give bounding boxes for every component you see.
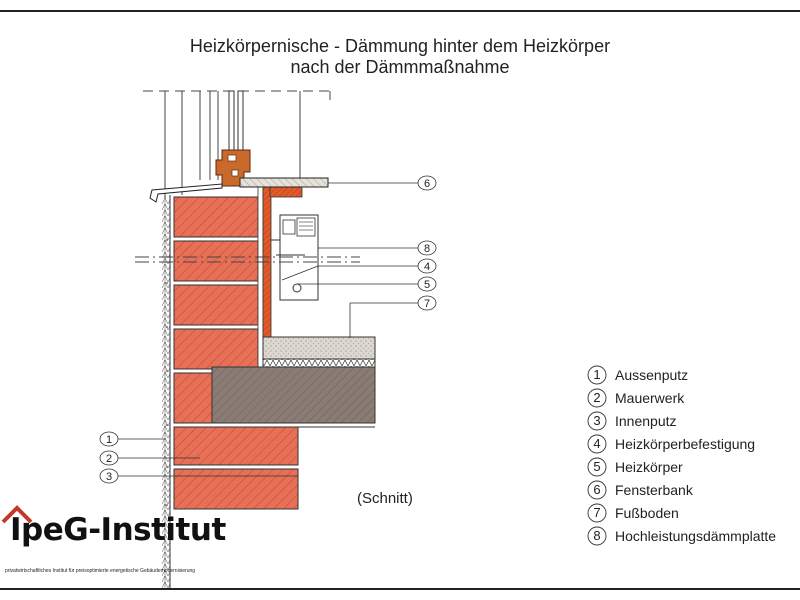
legend-label-2: Mauerwerk <box>615 390 685 406</box>
callout-3: 3 <box>106 471 112 483</box>
callout-1: 1 <box>106 434 112 446</box>
section-dash-lines <box>135 256 360 263</box>
legend-num-5: 5 <box>593 459 600 474</box>
section-label: (Schnitt) <box>357 490 413 507</box>
legend-num-2: 2 <box>593 390 600 405</box>
legend: 1 Aussenputz 2 Mauerwerk 3 Innenputz 4 H… <box>587 365 776 546</box>
logo-wordmark: IpeG-Institut <box>10 512 226 548</box>
diagram-title-line2: nach der Dämmmaßnahme <box>290 57 510 77</box>
mortar-joints <box>166 239 168 506</box>
inner-window-sill <box>239 177 329 188</box>
legend-label-5: Heizkörper <box>615 459 683 475</box>
outer-plaster <box>162 195 171 588</box>
legend-label-3: Innenputz <box>615 413 677 429</box>
callout-leaders-left <box>118 438 298 477</box>
legend-label-1: Aussenputz <box>615 367 688 383</box>
bottom-border <box>0 588 800 590</box>
logo-tagline: privatwirtschaftliches Institut für prei… <box>5 568 196 574</box>
diagram-title-line1: Heizkörpernische - Dämmung hinter dem He… <box>189 36 611 56</box>
legend-label-4: Heizkörperbefestigung <box>615 436 755 452</box>
logo-roof-icon <box>1 505 33 524</box>
callout-4: 4 <box>424 261 430 273</box>
insulation-under-sill <box>269 186 303 198</box>
legend-num-6: 6 <box>593 482 600 497</box>
callout-5: 5 <box>424 279 430 291</box>
callout-leaders-right <box>281 182 418 338</box>
outer-window-sill <box>149 183 223 203</box>
radiator-bracket <box>271 239 305 256</box>
legend-num-1: 1 <box>593 367 600 382</box>
callouts-left: 1 2 3 <box>99 431 119 484</box>
legend-label-8: Hochleistungsdämmplatte <box>615 528 776 544</box>
legend-num-3: 3 <box>593 413 600 428</box>
callouts-right: 6 8 4 5 7 <box>417 175 437 311</box>
callout-8: 8 <box>424 243 430 255</box>
top-border <box>0 10 800 12</box>
legend-label-7: Fußboden <box>615 505 679 521</box>
legend-label-6: Fensterbank <box>615 482 694 498</box>
legend-num-7: 7 <box>593 505 600 520</box>
callout-2: 2 <box>106 453 112 465</box>
callout-6: 6 <box>424 178 430 190</box>
floor-construction <box>211 336 376 428</box>
legend-num-4: 4 <box>593 436 600 451</box>
inner-plaster-niche <box>257 186 264 368</box>
legend-num-8: 8 <box>593 528 600 543</box>
callout-7: 7 <box>424 298 430 310</box>
window-frame-profile <box>215 90 251 187</box>
